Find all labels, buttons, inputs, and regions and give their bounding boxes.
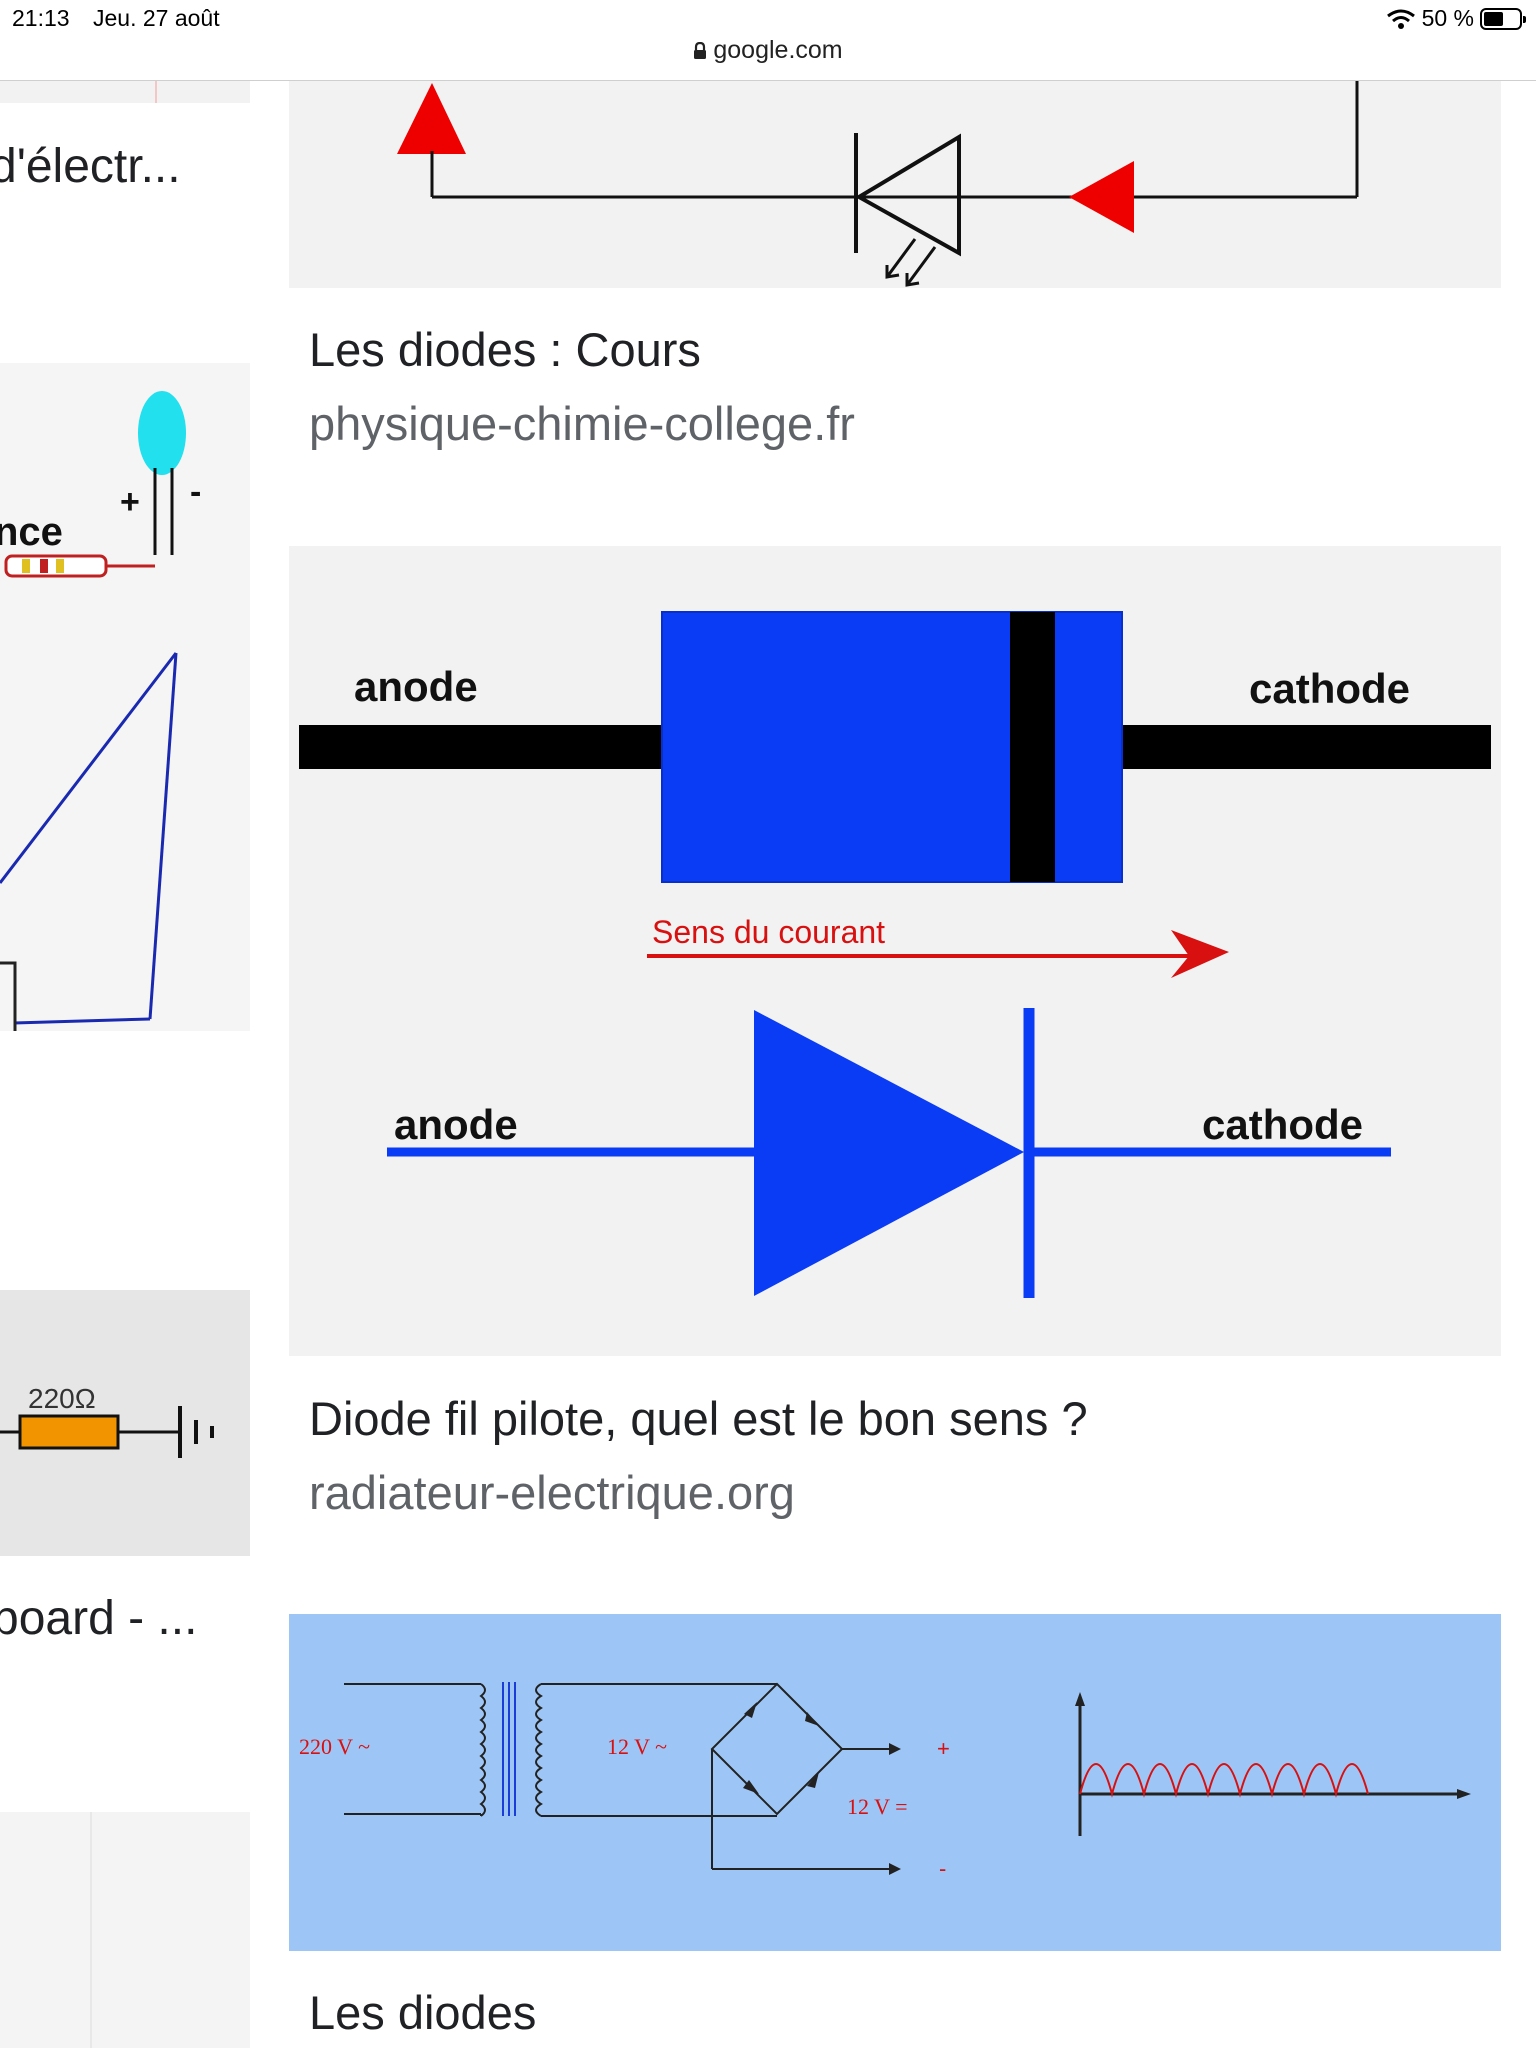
cathode-bottom-label: cathode	[1202, 1101, 1363, 1148]
status-indicators: 50 %	[1386, 5, 1526, 32]
left-fragment-label: nce	[0, 510, 63, 554]
result-2-title[interactable]: Diode fil pilote, quel est le bon sens ?	[309, 1392, 1088, 1445]
url-display[interactable]: google.com	[0, 36, 1536, 65]
result-1-source[interactable]: physique-chimie-college.fr	[309, 397, 855, 450]
output-plus-label: +	[937, 1736, 950, 1761]
status-bar: 21:13 Jeu. 27 août 50 %	[0, 0, 1536, 36]
led-minus-label: -	[190, 473, 201, 511]
input-voltage-label: 220 V ~	[299, 1734, 370, 1759]
result-1-title[interactable]: Les diodes : Cours	[309, 323, 701, 376]
output-voltage-label: 12 V =	[847, 1794, 908, 1819]
result-2-image[interactable]: anode cathode Sens du courant anode cath…	[289, 546, 1501, 1356]
secondary-voltage-label: 12 V ~	[607, 1734, 667, 1759]
left-result-title-1[interactable]: d'électr...	[0, 140, 181, 193]
left-image-bottom[interactable]	[0, 1812, 250, 2048]
wifi-icon	[1386, 9, 1415, 29]
left-results-column: d'électr... + - nce 220Ω	[0, 81, 250, 2048]
left-image-top[interactable]	[0, 81, 250, 103]
anode-top-label: anode	[354, 663, 478, 710]
battery-level	[1484, 11, 1503, 26]
result-2-source[interactable]: radiateur-electrique.org	[309, 1466, 795, 1519]
lock-icon	[694, 42, 707, 60]
url-text: google.com	[713, 36, 843, 64]
battery-icon	[1480, 7, 1526, 30]
status-time: 21:13	[12, 5, 70, 31]
left-result-title-2[interactable]: board - ...	[0, 1592, 198, 1645]
cathode-top-label: cathode	[1249, 665, 1410, 712]
result-3-title[interactable]: Les diodes	[309, 1986, 537, 2039]
anode-bottom-label: anode	[394, 1101, 518, 1148]
result-1-image[interactable]	[289, 81, 1501, 288]
current-direction-label: Sens du courant	[652, 914, 885, 950]
left-image-led-circuit[interactable]: + - nce	[0, 363, 250, 1083]
output-minus-label: -	[939, 1856, 946, 1881]
left-image-resistor-circuit[interactable]: 220Ω	[0, 1290, 250, 1556]
status-date: Jeu. 27 août	[93, 5, 220, 31]
battery-percentage: 50 %	[1421, 5, 1474, 31]
current-arrow-icon	[1171, 930, 1229, 978]
result-3-image[interactable]: 220 V ~ 12 V ~ 12 V = + -	[289, 1614, 1501, 1951]
resistor-value-label: 220Ω	[28, 1383, 96, 1414]
led-plus-label: +	[120, 483, 140, 521]
address-bar[interactable]: google.com	[0, 36, 1536, 81]
